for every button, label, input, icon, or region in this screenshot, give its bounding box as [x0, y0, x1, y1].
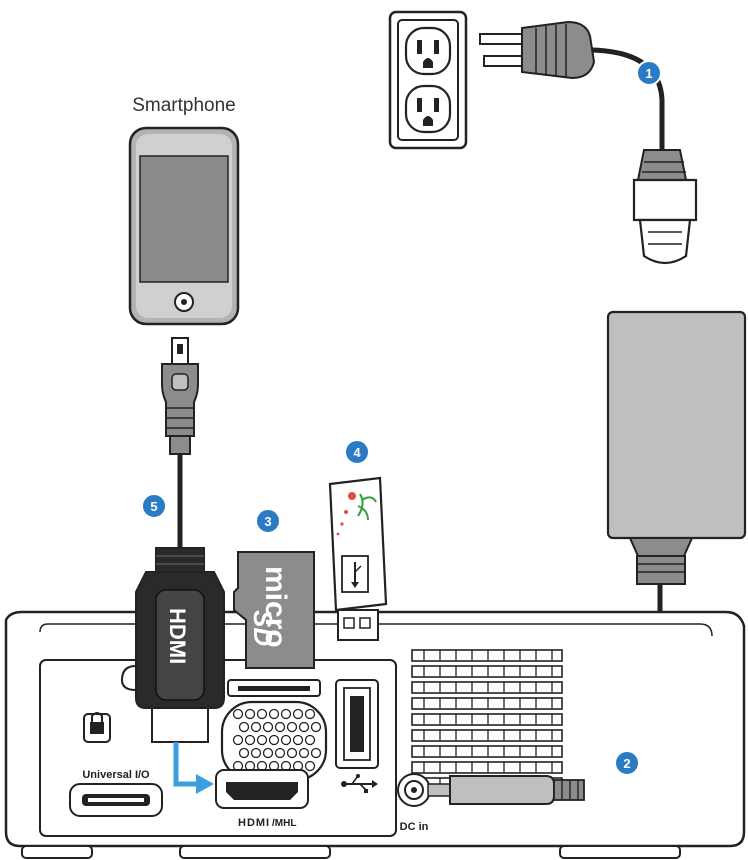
dc-in-port — [397, 773, 431, 807]
vent-slat — [411, 665, 563, 678]
speaker-hole — [280, 708, 292, 720]
callout-1: 1 — [636, 60, 662, 86]
speaker-hole — [304, 734, 316, 746]
callout-4: 4 — [344, 439, 370, 465]
universal-io-port — [69, 783, 163, 817]
speaker-hole — [268, 734, 280, 746]
speaker-hole — [256, 734, 268, 746]
usb-drive-icon — [328, 476, 388, 641]
callout-5: 5 — [141, 493, 167, 519]
universal-io-label: Universal I/O — [82, 769, 150, 781]
speaker-hole — [262, 747, 274, 759]
iec-connector — [632, 149, 698, 265]
dc-in-label: DC in — [400, 821, 429, 833]
speaker-hole — [244, 734, 256, 746]
hdmi-arrow-head — [196, 774, 214, 794]
speaker-hole — [310, 721, 322, 733]
speaker-hole — [310, 747, 322, 759]
wall-outlet-icon — [388, 10, 468, 150]
micro-sd-card-icon: micro SD — [233, 551, 315, 669]
smartphone-icon — [128, 126, 240, 326]
vent-slat — [411, 761, 563, 774]
speaker-hole — [304, 760, 316, 772]
hdmi-logo-text: HDMI — [238, 817, 270, 829]
speaker-hole — [274, 721, 286, 733]
speaker-hole — [286, 747, 298, 759]
hdmi-connection-arrow — [173, 742, 198, 787]
callout-4-number: 4 — [353, 445, 361, 460]
smartphone-label: Smartphone — [132, 95, 236, 116]
speaker-hole — [232, 708, 244, 720]
mhl-suffix-text: /MHL — [272, 818, 296, 829]
vent-slat — [411, 681, 563, 694]
lock-icon — [83, 712, 111, 743]
power-plug-icon — [479, 20, 665, 150]
speaker-hole — [262, 721, 274, 733]
speaker-hole — [250, 747, 262, 759]
callout-1-number: 1 — [645, 66, 652, 81]
speaker-hole — [298, 721, 310, 733]
speaker-hole — [298, 747, 310, 759]
usb-port — [335, 679, 379, 769]
speaker-hole — [286, 721, 298, 733]
callout-3: 3 — [255, 508, 281, 534]
vent-slat — [411, 697, 563, 710]
hdmi-plug-logo: HDMI — [165, 608, 190, 664]
speaker-hole — [268, 708, 280, 720]
speaker-hole — [280, 734, 292, 746]
hdmi-port — [215, 769, 309, 809]
vent-slat — [411, 729, 563, 742]
mhl-cable — [161, 337, 199, 548]
speaker-hole — [250, 721, 262, 733]
speaker-hole — [274, 747, 286, 759]
vent-slat — [411, 649, 563, 662]
speaker-hole — [232, 734, 244, 746]
callout-3-number: 3 — [264, 514, 271, 529]
vent-slat — [411, 713, 563, 726]
speaker-grille-icon — [220, 700, 328, 782]
hdmi-mhl-label: HDMI /MHL — [238, 817, 296, 829]
callout-2-number: 2 — [623, 756, 630, 771]
hdmi-plug: HDMI — [135, 547, 225, 743]
speaker-hole — [238, 747, 250, 759]
usb-symbol-icon — [341, 774, 378, 793]
sd-logo-text: SD — [248, 610, 278, 646]
speaker-hole — [238, 721, 250, 733]
speaker-hole — [292, 734, 304, 746]
speaker-hole — [292, 708, 304, 720]
speaker-hole — [244, 708, 256, 720]
vent-grille — [411, 649, 563, 790]
dc-plug — [427, 775, 585, 805]
vent-slat — [411, 745, 563, 758]
micro-card-text: micro — [259, 566, 292, 648]
callout-5-number: 5 — [150, 499, 157, 514]
sd-card-slot — [227, 679, 321, 697]
speaker-hole — [304, 708, 316, 720]
callout-2: 2 — [614, 750, 640, 776]
speaker-hole — [256, 708, 268, 720]
